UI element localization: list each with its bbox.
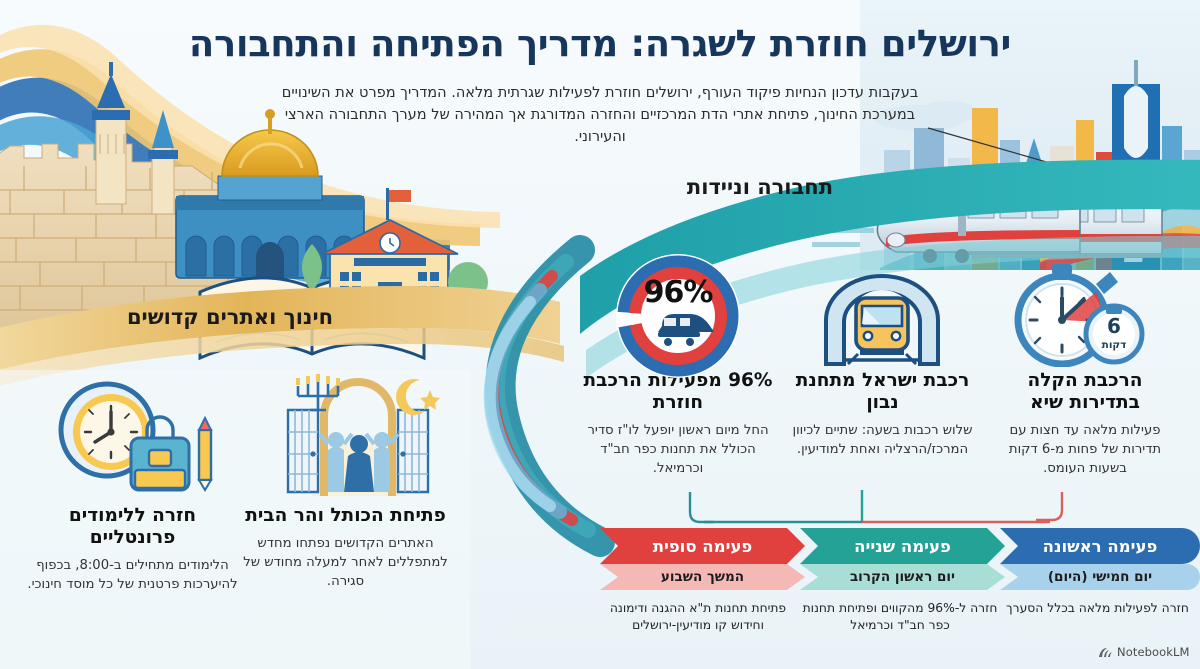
card-body: פעילות מלאה עד חצות עם תדירות של פחות מ-… xyxy=(1008,423,1162,476)
train-donut-icon: 96% xyxy=(608,246,748,386)
arch-gate-menorah-crescent-icon xyxy=(270,370,445,500)
card-return-to-school: חזרה ללימודים פרונטליים הלימודים מתחילים… xyxy=(25,505,240,595)
card-kotel-temple-mount: פתיחת הכותל והר הבית האתרים הקדושים נפתח… xyxy=(243,505,448,591)
card-israel-railways-navon: רכבת ישראל מתחנת נבון שלוש רכבות בשעה: ש… xyxy=(790,370,975,460)
stopwatch-badge-value: 6 xyxy=(1107,314,1121,338)
card-title: רכבת ישראל מתחנת נבון xyxy=(795,370,970,414)
phase-when: יום חמישי (היום) xyxy=(1000,564,1200,590)
card-train-96-percent: 96% מפעילות הרכבת חוזרת החל מיום ראשון י… xyxy=(578,370,778,479)
card-body: הלימודים מתחילים ב-8:00, בכפוף להיערכות … xyxy=(27,558,238,593)
stat-96-percent: 96% xyxy=(643,275,714,310)
card-title: פתיחת הכותל והר הבית xyxy=(245,505,446,526)
phase-description-first: פתיחת תחנות ת"א ההגנה ודימונה וחידוש קו … xyxy=(609,601,787,632)
page-title: ירושלים חוזרת לשגרה: מדריך הפתיחה והתחבו… xyxy=(188,22,1012,65)
timeline-phase-first[interactable]: פעימה ראשונה יום חמישי (היום) xyxy=(1000,528,1200,590)
card-body: האתרים הקדושים נפתחו מחדש למתפללים לאחר … xyxy=(243,536,448,589)
watermark-text: NotebookLM xyxy=(1117,645,1190,659)
phase-label: פעימה ראשונה xyxy=(1000,528,1200,564)
header: ירושלים חוזרת לשגרה: מדריך הפתיחה והתחבו… xyxy=(0,0,1200,165)
timeline-phases: פעימה ראשונה יום חמישי (היום) פעימה שניי… xyxy=(600,528,1200,590)
stopwatch-icon: 6 דקות xyxy=(1000,262,1160,368)
phase-description-final: חזרה לפעילות מלאה בכלל הסערך xyxy=(1006,601,1189,615)
phase-when: יום ראשון הקרוב xyxy=(800,564,1005,590)
tree-icon xyxy=(448,262,488,320)
transport-band-title: תחבורה וניידות xyxy=(686,175,834,199)
timeline-connectors xyxy=(688,490,1064,524)
clock-backpack-pencil-icon xyxy=(45,378,235,498)
card-title: הרכבת הקלה בתדירות שיא xyxy=(1027,370,1143,414)
stopwatch-badge-unit: דקות xyxy=(1102,339,1127,351)
card-title: חזרה ללימודים פרונטליים xyxy=(68,505,197,549)
phase-label: פעימה סופית xyxy=(600,528,805,564)
page-subtitle: בעקבות עדכון הנחיות פיקוד העורף, ירושלים… xyxy=(281,85,919,146)
card-body: שלוש רכבות בשעה: שתיים לכיוון המרכז/הרצל… xyxy=(792,423,973,458)
phase-when: המשך השבוע xyxy=(600,564,805,590)
notebooklm-logo-icon xyxy=(1099,647,1112,657)
timeline-phase-second[interactable]: פעימה שנייה יום ראשון הקרוב xyxy=(800,528,1005,590)
education-band-title: חינוך ואתרים קדושים xyxy=(126,305,334,329)
timeline-phase-final[interactable]: פעימה סופית המשך השבוע xyxy=(600,528,805,590)
education-band-ribbon xyxy=(0,286,560,370)
card-light-rail-frequency: הרכבת הקלה בתדירות שיא פעילות מלאה עד חצ… xyxy=(990,370,1180,479)
subway-tunnel-icon xyxy=(812,272,952,367)
school-building-icon xyxy=(321,188,459,323)
watermark: NotebookLM xyxy=(1098,643,1194,661)
phase-description-second: חזרה ל-96% מהקווים ופתיחת תחנות כפר חב"ד… xyxy=(802,601,998,632)
card-body: החל מיום ראשון יופעל לו"ז סדיר הכולל את … xyxy=(587,423,769,476)
phase-label: פעימה שנייה xyxy=(800,528,1005,564)
